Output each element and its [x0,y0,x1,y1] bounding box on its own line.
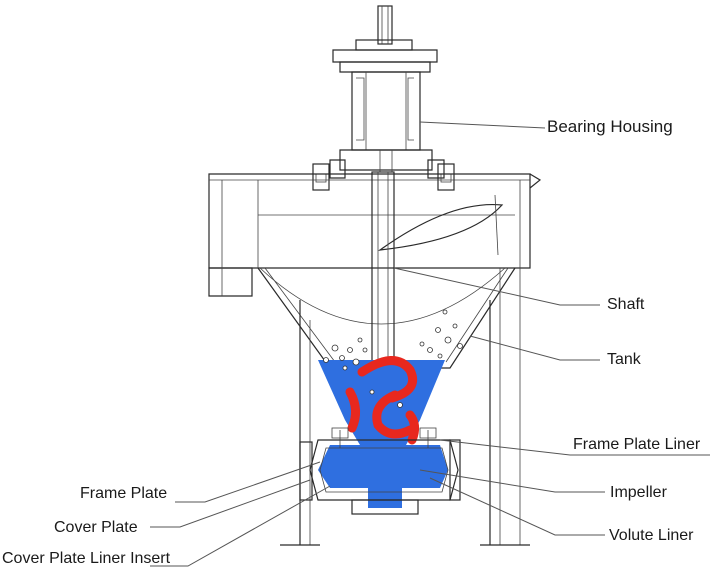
suction-liquid [368,478,402,508]
leader-tank [469,335,600,361]
label-bearing-housing: Bearing Housing [547,117,673,136]
label-volute-liner: Volute Liner [609,527,694,544]
volute-liquid [318,445,448,488]
leader-cover-plate-liner-insert [150,485,331,567]
leader-bearing-housing [419,121,546,129]
frame-plate-liner-part [449,439,461,501]
leader-lines [150,121,710,567]
leader-frame-plate [175,461,321,503]
bubbles [323,309,463,408]
label-cover-plate: Cover Plate [54,519,138,536]
leader-cover-plate [150,479,311,528]
suction-flange [351,499,419,515]
label-cover-plate-liner-insert: Cover Plate Liner Insert [2,550,171,567]
leader-volute-liner [429,477,605,536]
impeller-swirl [345,356,420,445]
leader-frame-plate-liner [439,439,710,456]
label-shaft: Shaft [607,296,645,313]
leader-impeller [419,469,605,493]
leader-shaft [393,267,600,306]
label-frame-plate: Frame Plate [80,485,167,502]
bearing-housing [329,39,445,179]
label-frame-plate-liner: Frame Plate Liner [573,436,701,453]
tank-top-bolts [312,163,455,191]
tank [208,173,542,546]
volute-casing [299,427,461,515]
drive-shaft-top [377,5,393,45]
label-impeller: Impeller [610,484,668,501]
label-tank: Tank [607,351,642,368]
